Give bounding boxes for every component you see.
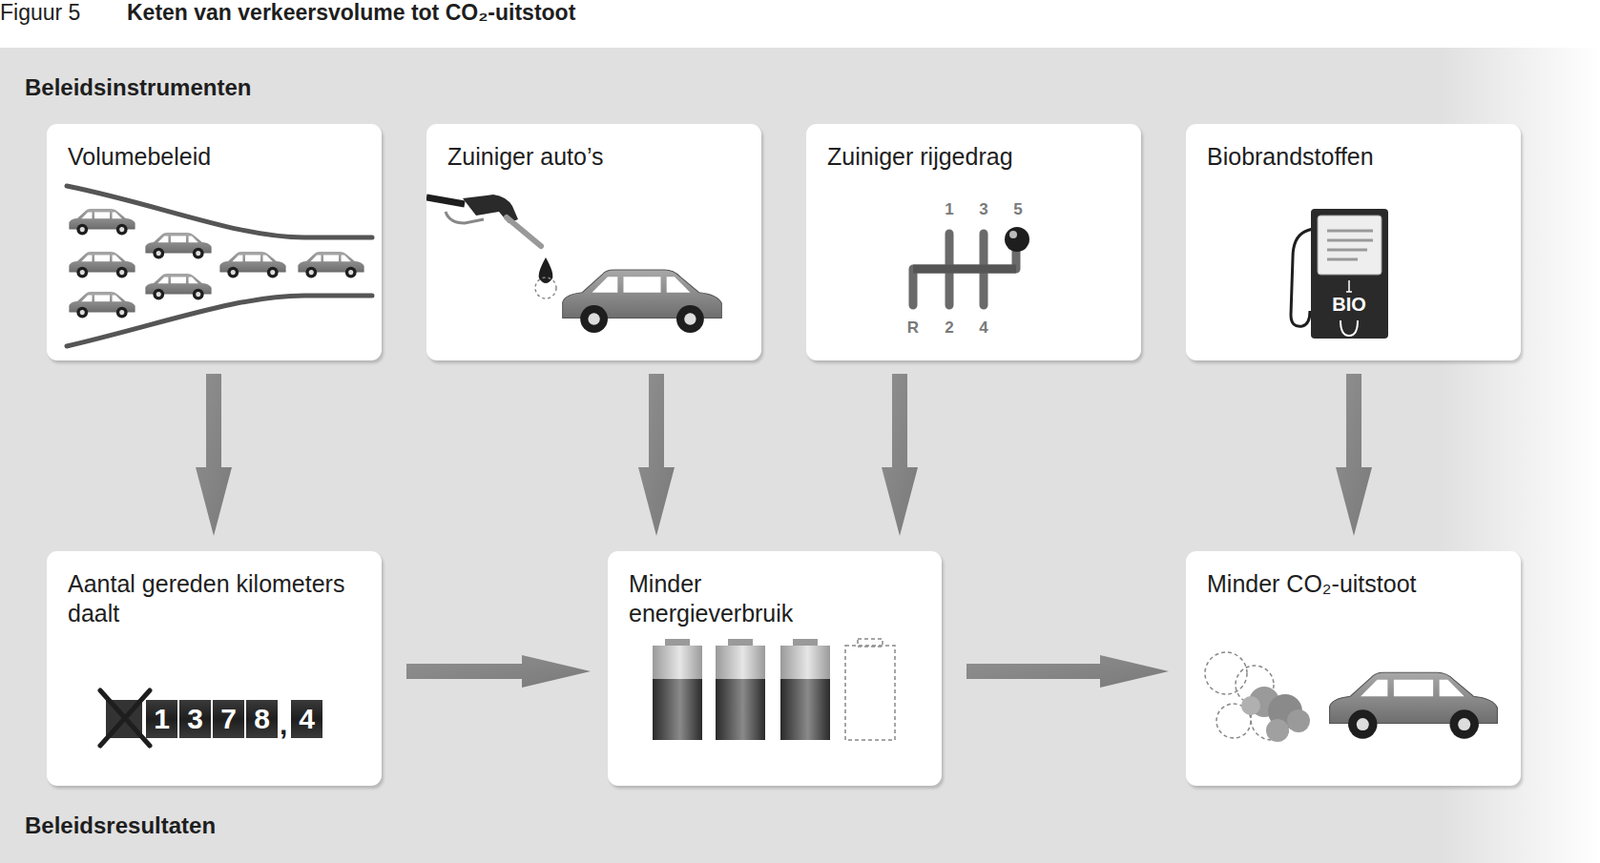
flow-arrow — [1335, 374, 1372, 537]
illustration-part — [69, 291, 136, 318]
box-heading: Zuiniger rijgedrag — [827, 142, 1121, 172]
illustration-part — [426, 197, 465, 205]
illustration-part — [535, 277, 557, 299]
row-heading: Beleidsresultaten — [24, 812, 216, 840]
illustration-part — [1205, 652, 1247, 695]
flow-arrow — [195, 374, 232, 537]
illustration-part — [1346, 280, 1352, 292]
pump-label: BIO — [1331, 293, 1367, 316]
illustration-part — [445, 211, 484, 224]
illustration-part — [100, 690, 150, 747]
figure-title: Keten van verkeersvolume tot CO₂-uitstoo… — [126, 0, 576, 26]
illustration-part — [1266, 719, 1289, 743]
odometer-separator: , — [279, 706, 288, 745]
illustration-part — [715, 645, 766, 680]
illustration-part — [664, 639, 690, 647]
odometer-digit: 8 — [246, 700, 278, 739]
illustration-part — [145, 273, 212, 300]
odometer-digit: 4 — [290, 700, 323, 739]
illustration-part — [69, 251, 136, 278]
box-heading: Zuiniger auto’s — [447, 142, 741, 172]
odometer-digit: 7 — [212, 700, 245, 739]
illustration-part — [69, 208, 136, 235]
odometer-digit: 3 — [179, 700, 211, 739]
illustration-part — [145, 232, 212, 259]
illustration-part — [727, 639, 753, 647]
policy-result-box: Minder CO₂-uitstoot — [1185, 551, 1521, 787]
illustration-part — [715, 679, 766, 741]
illustration-part — [780, 679, 831, 741]
gear-number: 2 — [944, 318, 954, 338]
box-heading: Biobrandstoffen — [1206, 142, 1500, 172]
illustration-part — [298, 251, 365, 278]
policy-instrument-box: Zuiniger auto’s — [426, 124, 762, 361]
flow-arrow — [406, 655, 591, 688]
illustration-part — [913, 233, 1017, 306]
box-heading: Volumebeleid — [67, 142, 361, 172]
policy-instrument-box: Volumebeleid — [46, 124, 382, 361]
illustration-part — [1241, 696, 1261, 716]
illustration-part — [1317, 215, 1382, 275]
illustration-part — [539, 257, 554, 284]
illustration-part — [562, 270, 723, 333]
illustration-part — [652, 645, 703, 680]
illustration-part — [506, 217, 541, 247]
illustration-part — [652, 679, 703, 741]
illustration-part — [845, 645, 895, 741]
box-heading: Minder energieverbruik — [628, 569, 858, 628]
illustration-part — [220, 251, 287, 278]
row-heading: Beleidsinstrumenten — [24, 74, 251, 102]
policy-result-box: Aantal gereden kilometers daalt 1378,4 — [46, 551, 382, 787]
flow-arrow — [638, 374, 675, 537]
gear-number: 4 — [978, 318, 988, 338]
figure-number: Figuur 5 — [0, 0, 81, 26]
illustration-part — [1340, 320, 1358, 336]
illustration-part — [66, 186, 373, 238]
illustration-part — [792, 639, 818, 647]
illustration-part — [780, 645, 831, 680]
box-heading: Minder CO₂-uitstoot — [1206, 569, 1500, 600]
illustration-part — [1327, 230, 1373, 260]
policy-instrument-box: BiobrandstoffenBIO — [1185, 124, 1521, 361]
odometer-digit: 1 — [145, 700, 178, 739]
box-heading: Aantal gereden kilometers daalt — [67, 569, 361, 628]
flow-arrow — [966, 655, 1169, 688]
illustration-part — [1009, 230, 1018, 239]
illustration-part — [913, 265, 1017, 274]
illustration-part — [1004, 227, 1030, 252]
illustration-part — [1329, 672, 1498, 739]
gear-number: 1 — [944, 200, 954, 220]
illustration-part — [1310, 208, 1389, 339]
flow-arrow — [881, 374, 918, 537]
gear-number: R — [907, 318, 919, 338]
gear-number: 5 — [1013, 200, 1022, 220]
policy-result-box: Minder energieverbruik — [607, 551, 942, 787]
gear-number: 3 — [978, 200, 988, 220]
policy-instrument-box: Zuiniger rijgedrag 1 3 5R 2 4 — [806, 124, 1142, 361]
illustration-part — [1287, 709, 1310, 733]
